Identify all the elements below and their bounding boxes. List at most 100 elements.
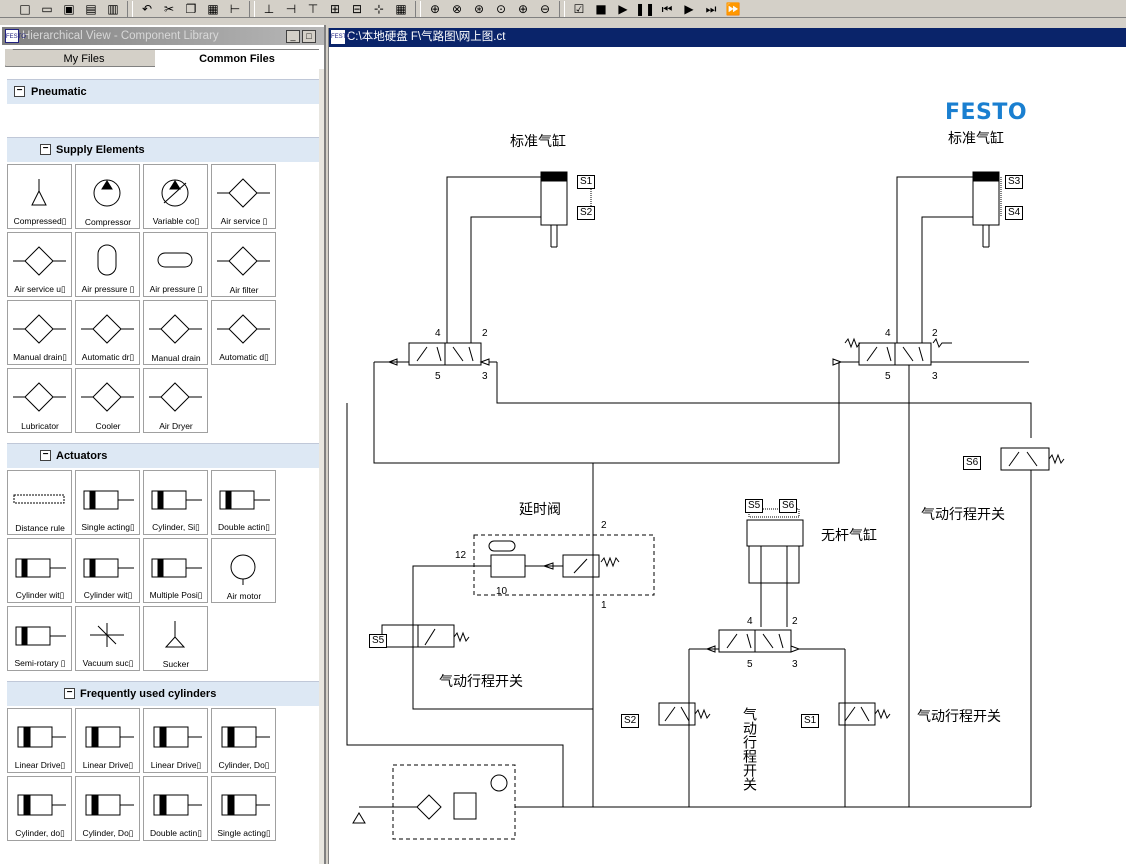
label-switch-left: 气动行程开关 [439, 674, 523, 690]
zoom-fit-icon[interactable]: ⊙ [495, 1, 507, 16]
pneumatic-switch-s5[interactable] [381, 624, 470, 648]
supply-tile[interactable]: Automatic d▯ [211, 300, 276, 365]
valve-5-2-right[interactable] [832, 337, 1029, 366]
component-symbol-icon [13, 314, 66, 344]
align-center-icon[interactable]: ⊥ [263, 1, 275, 16]
align-middle-icon[interactable]: ⊞ [329, 1, 341, 16]
collapse-icon[interactable]: − [40, 144, 51, 155]
pause-icon[interactable]: ❚❚ [634, 1, 656, 16]
stop-icon[interactable]: ■ [595, 1, 607, 16]
valve-5-2-left[interactable] [374, 342, 497, 366]
pneumatic-switch-s1[interactable] [838, 702, 891, 726]
step-end-icon[interactable]: ⏭ [705, 1, 717, 16]
actuators-tile[interactable]: Air motor [211, 538, 276, 603]
align-top-icon[interactable]: ⊤ [307, 1, 319, 16]
actuators-tile[interactable]: Semi-rotary ▯ [7, 606, 72, 671]
sensor-s5-rodless-label: S5 [745, 499, 764, 513]
group-pneumatic[interactable]: − Pneumatic [7, 79, 319, 104]
actuators-tile[interactable]: Cylinder wit▯ [75, 538, 140, 603]
supply-tile[interactable]: Lubricator [7, 368, 72, 433]
paste-icon[interactable]: ▦ [207, 1, 219, 16]
component-label: Cylinder, do▯ [15, 828, 65, 838]
grid-icon[interactable]: ▦ [395, 1, 407, 16]
zoom-window-icon[interactable]: ⊗ [451, 1, 463, 16]
actuators-tile[interactable]: Vacuum suc▯ [75, 606, 140, 671]
component-symbol-icon [221, 794, 270, 816]
cut-icon[interactable]: ✂ [163, 1, 175, 16]
fast-forward-icon[interactable]: ⏩ [725, 1, 741, 16]
actuators-tile[interactable]: Cylinder wit▯ [7, 538, 72, 603]
cylinders-tile[interactable]: Linear Drive▯ [75, 708, 140, 773]
actuators-tile[interactable]: Distance rule [7, 470, 72, 535]
maximize-button[interactable]: □ [302, 30, 316, 43]
supply-tile[interactable]: Air pressure ▯ [75, 232, 140, 297]
step-icon[interactable]: ▶ [684, 1, 694, 16]
zoom-all-icon[interactable]: ⊛ [473, 1, 485, 16]
undo-icon[interactable]: ↶ [141, 1, 153, 16]
copy-icon[interactable]: ❐ [185, 1, 197, 16]
standard-cylinder-right[interactable] [972, 171, 1002, 248]
cylinders-tile[interactable]: Linear Drive▯ [143, 708, 208, 773]
rewind-icon[interactable]: ⏮ [661, 1, 673, 16]
actuators-tile[interactable]: Multiple Posi▯ [143, 538, 208, 603]
new-icon[interactable]: □ [19, 1, 31, 16]
actuators-tile[interactable]: Double actin▯ [211, 470, 276, 535]
supply-tile[interactable]: Air pressure ▯ [143, 232, 208, 297]
open-icon[interactable]: ▭ [41, 1, 53, 16]
tab-my-files[interactable]: My Files [5, 49, 163, 67]
cylinders-tile[interactable]: Cylinder, Do▯ [211, 708, 276, 773]
supply-tile[interactable]: Compressed▯ [7, 164, 72, 229]
rodless-cylinder[interactable] [746, 508, 804, 627]
tab-common-files[interactable]: Common Files [155, 49, 319, 67]
delay-valve[interactable] [467, 534, 655, 596]
play-icon[interactable]: ▶ [618, 1, 628, 16]
pneumatic-switch-s6[interactable] [1000, 447, 1065, 471]
align-right-icon[interactable]: ⊣ [285, 1, 297, 16]
supply-tile[interactable]: Automatic dr▯ [75, 300, 140, 365]
zoom-in-icon[interactable]: ⊕ [517, 1, 529, 16]
actuators-tile[interactable]: Single acting▯ [75, 470, 140, 535]
collapse-icon[interactable]: − [40, 450, 51, 461]
zoom-out-icon[interactable]: ⊖ [539, 1, 551, 16]
valve-5-2-center[interactable] [689, 629, 845, 653]
library-scrollbar[interactable] [319, 69, 324, 864]
cylinders-tile[interactable]: Cylinder, Do▯ [75, 776, 140, 841]
supply-tile[interactable]: Air Dryer [143, 368, 208, 433]
supply-tile[interactable]: Variable co▯ [143, 164, 208, 229]
distribute-icon[interactable]: ⊹ [373, 1, 385, 16]
print-preview-icon[interactable]: ▤ [85, 1, 97, 16]
air-service-unit[interactable] [352, 764, 516, 840]
supply-tile[interactable]: Air service u▯ [7, 232, 72, 297]
circuit-canvas[interactable]: FESTO 标准气缸 标准气缸 延时阀 无杆气缸 气动行程开关 气动行程开关 气… [329, 47, 1126, 864]
component-symbol-icon [15, 626, 66, 646]
supply-tile[interactable]: Cooler [75, 368, 140, 433]
cylinders-tile[interactable]: Double actin▯ [143, 776, 208, 841]
supply-tile[interactable]: Manual drain [143, 300, 208, 365]
align-bottom-icon[interactable]: ⊟ [351, 1, 363, 16]
print-icon[interactable]: ▥ [107, 1, 119, 16]
minimize-button[interactable]: _ [286, 30, 300, 43]
actuators-tile[interactable]: Sucker [143, 606, 208, 671]
cylinders-tile[interactable]: Single acting▯ [211, 776, 276, 841]
collapse-icon[interactable]: − [64, 688, 75, 699]
align-left-icon[interactable]: ⊢ [229, 1, 241, 16]
supply-tile[interactable]: Compressor [75, 164, 140, 229]
save-icon[interactable]: ▣ [63, 1, 75, 16]
group-supply-elements[interactable]: − Supply Elements [7, 137, 319, 162]
group-actuators[interactable]: − Actuators [7, 443, 319, 468]
supply-tile[interactable]: Manual drain▯ [7, 300, 72, 365]
supply-tile[interactable]: Air service ▯ [211, 164, 276, 229]
actuators-tile[interactable]: Cylinder, Si▯ [143, 470, 208, 535]
cylinders-tile[interactable]: Linear Drive▯ [7, 708, 72, 773]
component-symbol-icon [31, 179, 47, 206]
pneumatic-switch-s2[interactable] [658, 702, 711, 726]
check-icon[interactable]: ☑ [573, 1, 585, 16]
group-frequently-used-cylinders[interactable]: − Frequently used cylinders [7, 681, 319, 706]
supply-tile[interactable]: Air filter [211, 232, 276, 297]
library-tabs: My Files Common Files [5, 49, 319, 67]
cylinders-tile[interactable]: Cylinder, do▯ [7, 776, 72, 841]
collapse-icon[interactable]: − [14, 86, 25, 97]
component-symbol-icon [17, 794, 66, 816]
zoom-icon[interactable]: ⊕ [429, 1, 441, 16]
pneumatic-circuit-diagram[interactable] [329, 47, 1126, 864]
